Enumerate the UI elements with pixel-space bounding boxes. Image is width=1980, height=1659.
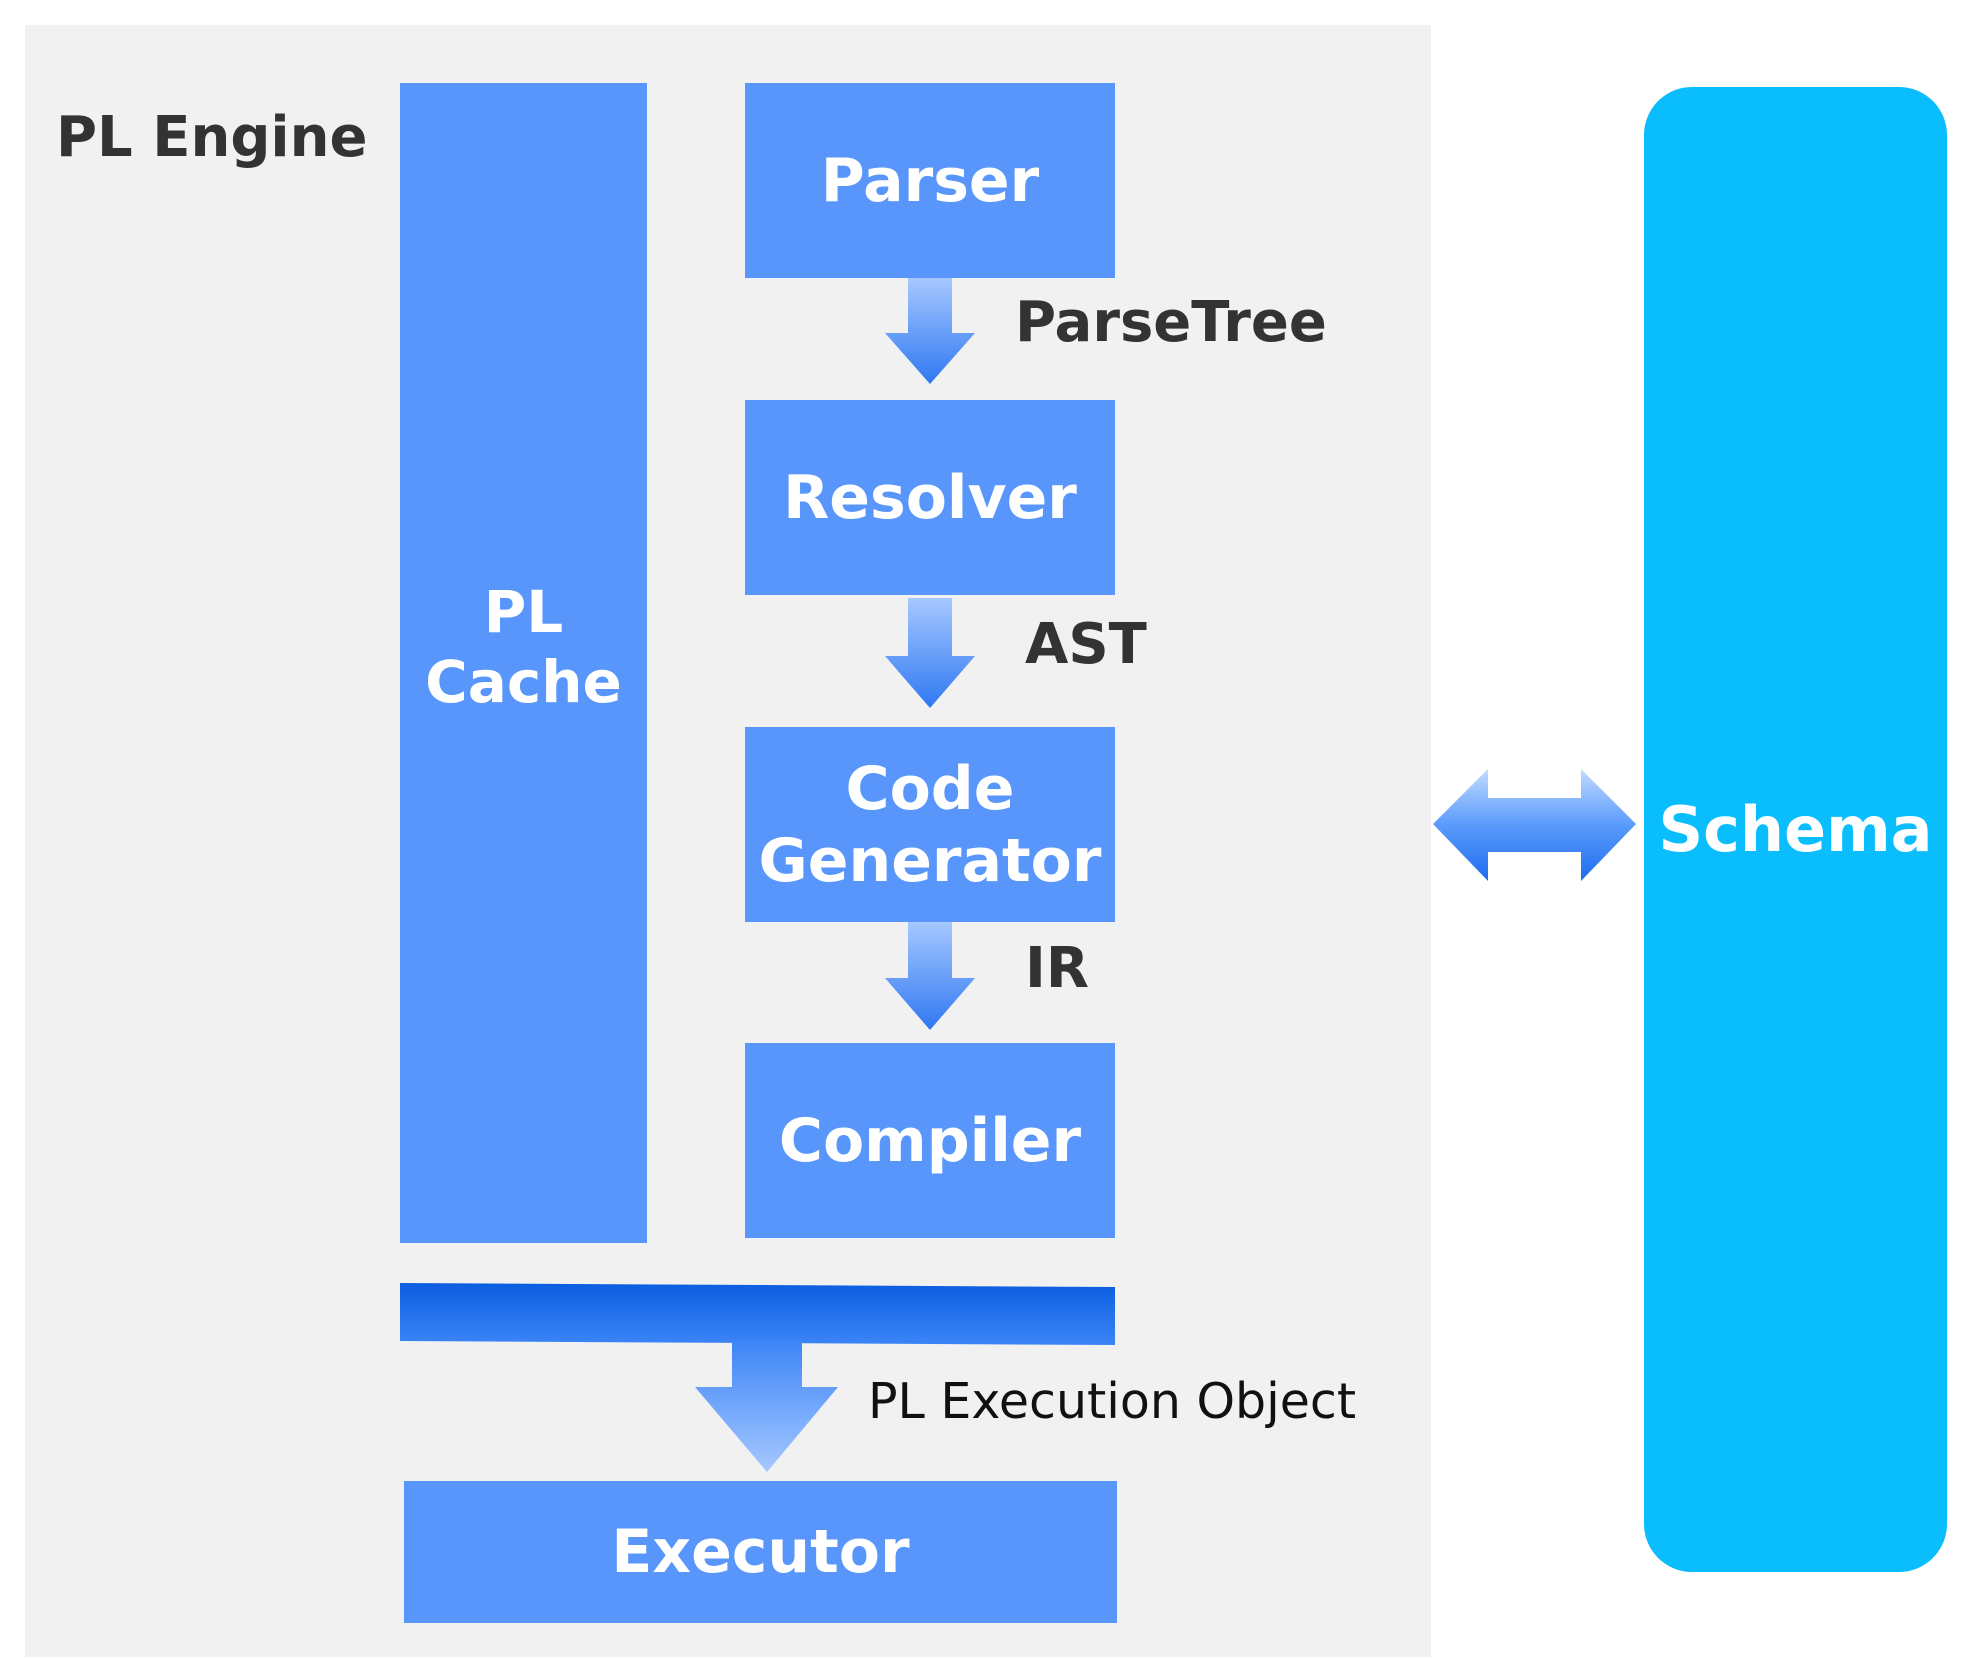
parser-label: Parser xyxy=(820,145,1040,216)
code-generator-label: Code Generator xyxy=(758,753,1102,896)
pl-cache-label: PL Cache xyxy=(425,578,622,716)
resolver-box: Resolver xyxy=(745,400,1115,595)
ast-label: AST xyxy=(1025,612,1147,677)
ir-label: IR xyxy=(1025,936,1089,1001)
arrow-down-parsetree xyxy=(885,278,975,384)
resolver-label: Resolver xyxy=(783,462,1077,533)
arrow-down-execution-object xyxy=(695,1340,838,1472)
compiler-label: Compiler xyxy=(778,1105,1082,1176)
parsetree-label: ParseTree xyxy=(1015,290,1327,355)
code-generator-box: Code Generator xyxy=(745,727,1115,922)
pl-execution-object-label: PL Execution Object xyxy=(868,1373,1357,1430)
pl-cache-box: PL Cache xyxy=(400,83,647,1243)
compiler-box: Compiler xyxy=(745,1043,1115,1238)
bidirectional-arrow-icon xyxy=(1433,769,1636,881)
pl-engine-panel xyxy=(25,25,1431,1657)
schema-box: Schema xyxy=(1644,87,1947,1572)
parser-box: Parser xyxy=(745,83,1115,278)
executor-label: Executor xyxy=(611,1517,910,1587)
arrow-down-ast xyxy=(885,598,975,708)
executor-box: Executor xyxy=(404,1481,1117,1623)
pl-engine-title: PL Engine xyxy=(56,105,368,170)
schema-label: Schema xyxy=(1658,793,1933,866)
collector-bar xyxy=(400,1283,1115,1345)
arrow-down-ir xyxy=(885,922,975,1030)
